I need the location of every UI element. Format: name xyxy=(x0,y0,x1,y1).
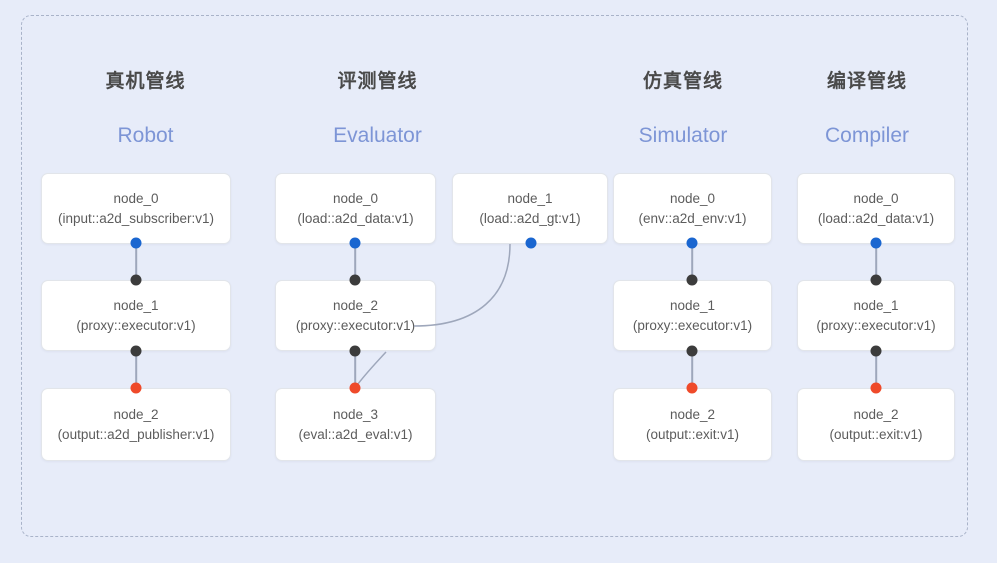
edge-compiler-1-to-2 xyxy=(875,351,877,388)
edge-robot-0-to-1 xyxy=(135,243,137,280)
node-name: node_2 xyxy=(113,406,159,422)
node-type: (proxy::executor:v1) xyxy=(632,317,753,333)
node-name: node_0 xyxy=(113,190,159,206)
output-port-dark[interactable] xyxy=(870,345,882,357)
input-port-red[interactable] xyxy=(870,382,882,394)
node-box-compiler-node-1[interactable]: node_1 (proxy::executor:v1) xyxy=(797,280,955,351)
node-name: node_3 xyxy=(332,406,379,422)
input-port-red[interactable] xyxy=(686,382,698,394)
output-port-blue[interactable] xyxy=(525,237,537,249)
column-title-cn-robot: 真机管线 xyxy=(105,71,186,92)
node-box-evaluator-node-0[interactable]: node_0 (load::a2d_data:v1) xyxy=(275,173,436,244)
input-port-red[interactable] xyxy=(130,382,142,394)
column-title-cn-compiler: 编译管线 xyxy=(826,71,907,92)
pipeline-column-robot: 真机管线 Robot node_0 (input::a2d_subscriber… xyxy=(22,16,269,538)
node-type: (load::a2d_data:v1) xyxy=(817,210,935,226)
output-port-blue[interactable] xyxy=(870,237,882,249)
node-box-compiler-node-0[interactable]: node_0 (load::a2d_data:v1) xyxy=(797,173,955,244)
node-box-simulator-node-0[interactable]: node_0 (env::a2d_env:v1) xyxy=(613,173,772,244)
node-name: node_1 xyxy=(669,297,716,313)
pipeline-column-evaluator: 评测管线 Evaluator node_0 (load::a2d_data:v1… xyxy=(254,16,608,538)
node-box-evaluator-node-2[interactable]: node_2 (proxy::executor:v1) xyxy=(275,280,436,351)
node-type: (input::a2d_subscriber:v1) xyxy=(57,210,215,226)
pipeline-column-simulator: 仿真管线 Simulator node_0 (env::a2d_env:v1) … xyxy=(592,16,774,538)
column-title-cn-simulator: 仿真管线 xyxy=(642,71,723,92)
node-box-evaluator-node-3[interactable]: node_3 (eval::a2d_eval:v1) xyxy=(275,388,436,461)
node-name: node_2 xyxy=(332,297,379,313)
node-box-compiler-node-2[interactable]: node_2 (output::exit:v1) xyxy=(797,388,955,461)
column-title-en-evaluator: Evaluator xyxy=(333,124,422,147)
edge-robot-1-to-2 xyxy=(135,351,137,388)
node-type: (env::a2d_env:v1) xyxy=(638,210,747,226)
node-type: (proxy::executor:v1) xyxy=(295,317,416,333)
column-title-en-robot: Robot xyxy=(117,124,174,147)
node-type: (proxy::executor:v1) xyxy=(76,317,196,333)
node-box-simulator-node-1[interactable]: node_1 (proxy::executor:v1) xyxy=(613,280,772,351)
node-name: node_1 xyxy=(853,297,899,313)
node-name: node_0 xyxy=(853,190,899,206)
column-title-cn-evaluator: 评测管线 xyxy=(337,71,418,92)
node-type: (load::a2d_gt:v1) xyxy=(479,210,581,226)
node-name: node_1 xyxy=(507,190,553,206)
column-title-en-simulator: Simulator xyxy=(638,124,728,147)
output-port-blue[interactable] xyxy=(686,237,698,249)
node-type: (output::exit:v1) xyxy=(829,426,923,442)
node-name: node_2 xyxy=(669,406,716,422)
node-name: node_1 xyxy=(113,297,159,313)
input-port-red[interactable] xyxy=(349,382,361,394)
pipeline-group-container: 真机管线 Robot node_0 (input::a2d_subscriber… xyxy=(21,15,968,537)
node-type: (output::a2d_publisher:v1) xyxy=(57,426,215,442)
edge-compiler-0-to-1 xyxy=(875,243,877,280)
edge-simulator-1-to-2 xyxy=(691,351,693,388)
output-port-dark[interactable] xyxy=(130,345,142,357)
node-box-robot-node-0[interactable]: node_0 (input::a2d_subscriber:v1) xyxy=(41,173,231,244)
pipeline-column-compiler: 编译管线 Compiler node_0 (load::a2d_data:v1)… xyxy=(776,16,958,538)
node-name: node_0 xyxy=(669,190,716,206)
edge-evaluator-0-to-2 xyxy=(354,243,356,280)
column-title-en-compiler: Compiler xyxy=(824,124,910,147)
node-box-robot-node-2[interactable]: node_2 (output::a2d_publisher:v1) xyxy=(41,388,231,461)
node-type: (output::exit:v1) xyxy=(645,426,740,442)
output-port-dark[interactable] xyxy=(686,345,698,357)
node-type: (proxy::executor:v1) xyxy=(816,317,936,333)
node-box-simulator-node-2[interactable]: node_2 (output::exit:v1) xyxy=(613,388,772,461)
node-type: (eval::a2d_eval:v1) xyxy=(298,426,413,442)
input-port-dark[interactable] xyxy=(870,274,882,286)
output-port-blue[interactable] xyxy=(349,237,361,249)
input-port-dark[interactable] xyxy=(686,274,698,286)
node-box-evaluator-node-1[interactable]: node_1 (load::a2d_gt:v1) xyxy=(452,173,608,244)
node-box-robot-node-1[interactable]: node_1 (proxy::executor:v1) xyxy=(41,280,231,351)
node-name: node_2 xyxy=(853,406,899,422)
output-port-dark[interactable] xyxy=(349,345,361,357)
input-port-dark[interactable] xyxy=(349,274,361,286)
node-type: (load::a2d_data:v1) xyxy=(297,210,414,226)
output-port-blue[interactable] xyxy=(130,237,142,249)
input-port-dark[interactable] xyxy=(130,274,142,286)
edge-simulator-0-to-1 xyxy=(691,243,693,280)
node-name: node_0 xyxy=(332,190,379,206)
